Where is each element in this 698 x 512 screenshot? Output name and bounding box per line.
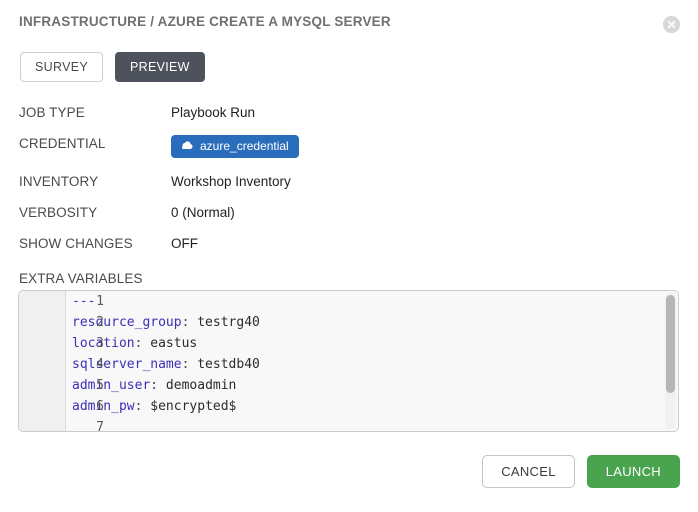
detail-value-verbosity: 0 (Normal) [171,205,235,220]
footer-button-group: CANCEL LAUNCH [482,455,680,488]
detail-row-job-type: JOB TYPE Playbook Run [19,104,679,122]
code-token-sep: : [181,357,190,372]
code-token-sep: : [134,336,143,351]
code-token-value: demoadmin [158,378,237,393]
line-number: 7 [96,420,104,432]
modal-header: INFRASTRUCTURE / AZURE CREATE A MYSQL SE… [0,0,698,42]
code-line: 5 admin_user: demoadmin [66,375,678,396]
cloud-icon [180,140,193,153]
detail-label-job-type: JOB TYPE [19,105,85,120]
detail-label-inventory: INVENTORY [19,174,99,189]
extra-variables-label: EXTRA VARIABLES [19,271,143,286]
code-token-value: testdb40 [189,357,260,372]
detail-row-credential: CREDENTIAL azure_credential [19,135,679,158]
credential-badge-label: azure_credential [200,139,289,153]
code-line: 7 [66,417,678,432]
detail-label-show-changes: SHOW CHANGES [19,236,133,251]
modal-footer: CANCEL LAUNCH [0,452,698,512]
tab-group: SURVEY PREVIEW [20,52,205,82]
code-line: 2 resource_group: testrg40 [66,312,678,333]
tab-survey[interactable]: SURVEY [20,52,103,82]
code-line: 4 sqlserver_name: testdb40 [66,354,678,375]
detail-value-job-type: Playbook Run [171,105,256,120]
code-token-sep: : [134,399,143,414]
code-token-sep: : [181,315,190,330]
code-token-value: testrg40 [189,315,260,330]
cancel-button[interactable]: CANCEL [482,455,575,488]
detail-row-verbosity: VERBOSITY 0 (Normal) [19,204,679,222]
detail-value-show-changes: OFF [171,236,198,251]
line-number: 1 [96,294,104,309]
close-icon[interactable] [663,16,680,33]
line-number: 2 [96,315,104,330]
tab-preview[interactable]: PREVIEW [114,52,205,82]
code-token-value: $encrypted$ [142,399,237,414]
line-number: 3 [96,336,104,351]
line-number: 5 [96,378,104,393]
code-token-key: admin_pw [72,399,135,414]
detail-row-inventory: INVENTORY Workshop Inventory [19,173,679,191]
detail-value-credential: azure_credential [171,135,299,158]
editor-code-area[interactable]: 1 --- 2 resource_group: testrg40 3 locat… [66,291,678,431]
detail-row-show-changes: SHOW CHANGES OFF [19,235,679,253]
code-token-key: location [72,336,135,351]
page-title: INFRASTRUCTURE / AZURE CREATE A MYSQL SE… [19,14,391,29]
editor-line-number-gutter [19,291,66,431]
line-number: 6 [96,399,104,414]
code-token-doc-start: --- [72,294,96,309]
code-line: 6 admin_pw: $encrypted$ [66,396,678,417]
line-number: 4 [96,357,104,372]
code-token-key: sqlserver_name [72,357,182,372]
code-token-key: resource_group [72,315,182,330]
editor-scrollbar-thumb[interactable] [666,295,675,393]
detail-value-inventory: Workshop Inventory [171,174,291,189]
code-line: 3 location: eastus [66,333,678,354]
code-token-key: admin_user [72,378,151,393]
code-token-value: eastus [142,336,198,351]
job-details-list: JOB TYPE Playbook Run CREDENTIAL azure_c… [19,104,679,266]
launch-button[interactable]: LAUNCH [586,455,680,488]
detail-label-verbosity: VERBOSITY [19,205,98,220]
editor-vertical-scrollbar[interactable] [665,293,676,429]
credential-badge[interactable]: azure_credential [171,135,299,158]
code-line: 1 --- [66,291,678,312]
code-token-sep: : [150,378,159,393]
detail-label-credential: CREDENTIAL [19,136,106,151]
extra-variables-editor[interactable]: 1 --- 2 resource_group: testrg40 3 locat… [18,290,679,432]
